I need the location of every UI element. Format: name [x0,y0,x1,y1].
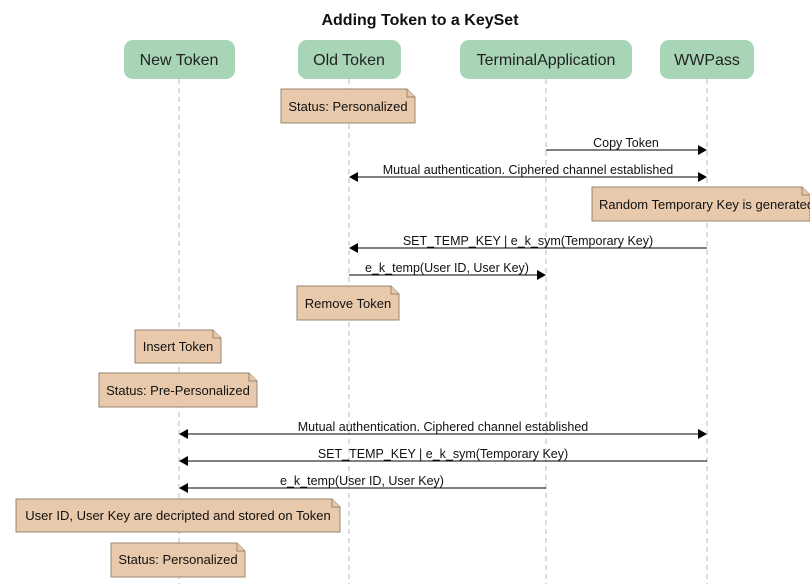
participant-wwpass[interactable]: WWPass [660,40,754,79]
message-copy-token: Copy Token [546,136,707,155]
note-status-pre-personalized: Status: Pre-Personalized [98,372,258,408]
participant-label: New Token [140,52,219,69]
note-text: User ID, User Key are decripted and stor… [25,508,330,523]
message-label: Copy Token [593,136,659,150]
participant-label: TerminalApplication [477,52,616,69]
note-text: Status: Personalized [118,552,237,567]
note-text: Insert Token [143,339,214,354]
message-e-k-temp-new-token: e_k_temp(User ID, User Key) [179,474,546,493]
message-mutual-authentication-new-token: Mutual authentication. Ciphered channel … [179,420,707,439]
message-set-temp-key-old-token: SET_TEMP_KEY | e_k_sym(Temporary Key) [349,234,707,253]
participant-box [298,40,401,79]
participant-box [124,40,235,79]
note-text: Status: Personalized [288,99,407,114]
note-insert-token: Insert Token [134,329,222,364]
message-label: SET_TEMP_KEY | e_k_sym(Temporary Key) [318,447,568,461]
note-status-personalized-new-token: Status: Personalized [110,542,246,578]
participant-terminal-application[interactable]: TerminalApplication [460,40,632,79]
note-remove-token: Remove Token [296,285,400,321]
diagram-title: Adding Token to a KeySet [321,12,519,29]
participant-old-token[interactable]: Old Token [298,40,401,79]
message-label: Mutual authentication. Ciphered channel … [298,420,589,434]
participant-new-token[interactable]: New Token [124,40,235,79]
message-label: e_k_temp(User ID, User Key) [280,474,444,488]
note-user-id-stored: User ID, User Key are decripted and stor… [15,498,341,533]
note-text: Random Temporary Key is generated [599,197,810,212]
message-label: e_k_temp(User ID, User Key) [365,261,529,275]
participants: New Token Old Token TerminalApplication … [124,40,754,79]
message-label: Mutual authentication. Ciphered channel … [383,163,674,177]
participant-label: WWPass [674,52,740,69]
participant-box [460,40,632,79]
message-mutual-authentication-old-token: Mutual authentication. Ciphered channel … [349,163,707,182]
message-set-temp-key-new-token: SET_TEMP_KEY | e_k_sym(Temporary Key) [179,447,707,466]
note-text: Remove Token [305,296,391,311]
steps: Status: Personalized Copy Token Mutual a… [15,88,810,578]
note-random-temporary-key: Random Temporary Key is generated [591,186,810,222]
participant-label: Old Token [313,52,385,69]
message-e-k-temp-old-token: e_k_temp(User ID, User Key) [349,261,546,280]
note-text: Status: Pre-Personalized [106,383,250,398]
message-label: SET_TEMP_KEY | e_k_sym(Temporary Key) [403,234,653,248]
note-status-personalized: Status: Personalized [280,88,416,124]
participant-box [660,40,754,79]
